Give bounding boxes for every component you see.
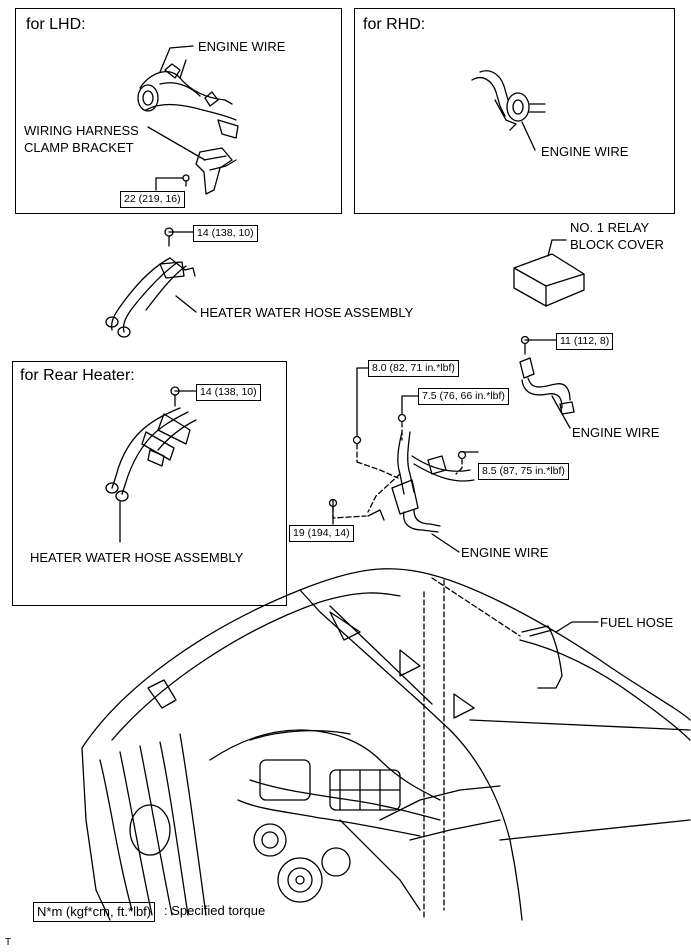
lhd-bracket-label-line1: WIRING HARNESS bbox=[24, 123, 139, 138]
rhd-engine-wire-illustration bbox=[471, 70, 546, 131]
heater-bolt-torque-box: 14 (138, 10) bbox=[193, 225, 258, 242]
center-engine-wire-leader bbox=[431, 533, 460, 553]
heater-hose-label: HEATER WATER HOSE ASSEMBLY bbox=[200, 305, 414, 320]
right-engine-wire-illustration bbox=[519, 335, 575, 415]
rear-heater-hose-label: HEATER WATER HOSE ASSEMBLY bbox=[30, 550, 244, 565]
lhd-panel-title: for LHD: bbox=[26, 16, 86, 33]
lhd-engine-wire-illustration bbox=[137, 59, 239, 139]
torque-7-5-box: 7.5 (76, 66 in.*lbf) bbox=[418, 388, 509, 405]
relay-cover-label-line2: BLOCK COVER bbox=[570, 237, 664, 252]
relay-cover-illustration bbox=[513, 253, 585, 307]
rear-heater-panel-title: for Rear Heater: bbox=[20, 367, 135, 384]
t75-leader bbox=[401, 395, 419, 415]
lhd-bracket-illustration bbox=[182, 147, 237, 195]
center-engine-wire-label: ENGINE WIRE bbox=[461, 545, 549, 560]
fuel-hose-label: FUEL HOSE bbox=[600, 615, 674, 630]
lhd-bracket-label-line2: CLAMP BRACKET bbox=[24, 140, 134, 155]
lhd-torque-box: 22 (219, 16) bbox=[120, 191, 185, 208]
rhd-engine-wire-label: ENGINE WIRE bbox=[541, 144, 629, 159]
vehicle-engine-bay-illustration bbox=[81, 568, 691, 921]
center-engine-wire-illustration bbox=[328, 413, 475, 533]
right-engine-wire-label: ENGINE WIRE bbox=[572, 425, 660, 440]
heater-hose-illustration bbox=[105, 227, 196, 338]
lhd-panel bbox=[15, 8, 342, 214]
lhd-bracket-leader bbox=[147, 126, 206, 161]
lhd-engine-wire-leader-h bbox=[169, 45, 194, 49]
relay-cover-leader bbox=[547, 239, 567, 257]
vehicle-dashed-guides bbox=[423, 577, 521, 921]
torque-8-5-box: 8.5 (87, 75 in.*lbf) bbox=[478, 463, 569, 480]
rear-heater-hose-illustration bbox=[105, 386, 197, 502]
legend-torque-box: N*m (kgf*cm, ft.*lbf) bbox=[33, 902, 156, 922]
rhd-panel bbox=[354, 8, 675, 214]
legend-torque-text: : Specified torque bbox=[164, 903, 266, 918]
rhd-engine-wire-leader bbox=[521, 121, 536, 151]
heater-hose-leader bbox=[175, 295, 197, 313]
t80-leader bbox=[356, 367, 369, 437]
footer-mark: T bbox=[5, 937, 12, 948]
rear-heater-panel bbox=[12, 361, 287, 606]
lhd-torque-leader bbox=[155, 177, 184, 191]
torque-8-0-box: 8.0 (82, 71 in.*lbf) bbox=[368, 360, 459, 377]
torque-19-box: 19 (194, 14) bbox=[289, 525, 354, 542]
lhd-engine-wire-label: ENGINE WIRE bbox=[198, 39, 286, 54]
rear-heater-torque-box: 14 (138, 10) bbox=[196, 384, 261, 401]
relay-cover-label-line1: NO. 1 RELAY bbox=[570, 220, 650, 235]
lhd-engine-wire-leader bbox=[159, 47, 171, 73]
rhd-panel-title: for RHD: bbox=[363, 16, 426, 33]
right-engine-wire-leader bbox=[551, 395, 571, 429]
relay-nut-torque-box: 11 (112, 8) bbox=[556, 333, 614, 350]
fuel-hose-leader bbox=[555, 621, 599, 633]
